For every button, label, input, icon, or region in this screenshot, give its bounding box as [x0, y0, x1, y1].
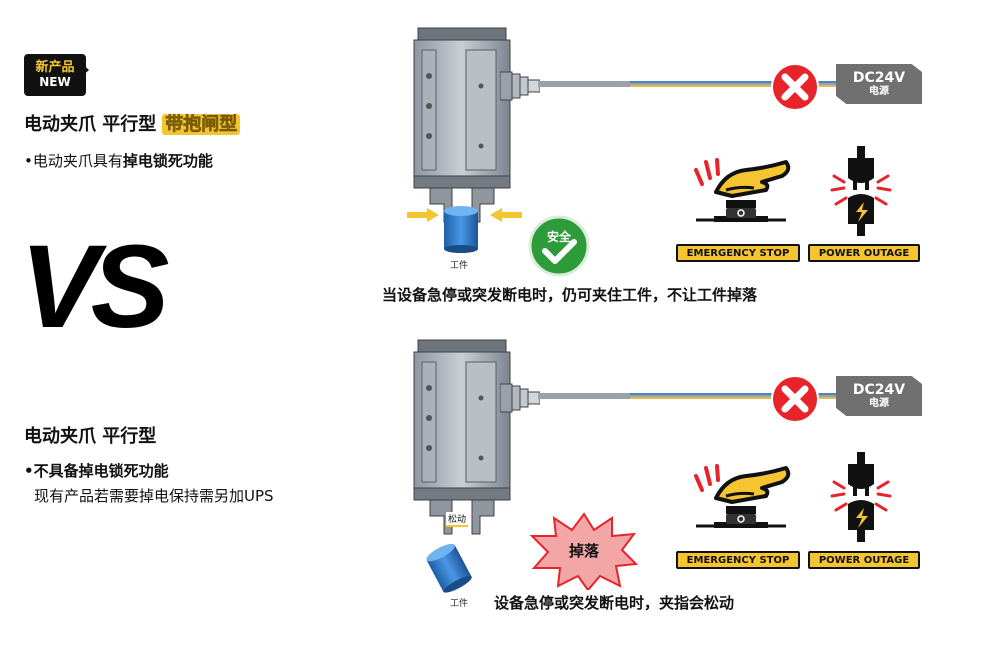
top-title-highlight: 带抱闸型	[162, 114, 241, 135]
bottom-dc-sub: 电源	[869, 397, 889, 409]
safe-label: 安全	[546, 230, 571, 244]
bottom-gripper-illustration	[408, 338, 518, 538]
bottom-workpiece-label: 工件	[450, 599, 469, 609]
bottom-cut-x-icon	[770, 374, 820, 424]
top-bullet-prefix: •电动夹爪具有	[24, 152, 123, 170]
loose-label: 松动	[446, 512, 469, 527]
bottom-power-outage-tag: POWER OUTAGE	[808, 551, 920, 569]
top-cut-x-icon	[770, 62, 820, 112]
bottom-falling-workpiece-icon	[426, 543, 472, 593]
top-workpiece-icon	[444, 206, 478, 253]
bottom-cable-connector	[500, 380, 540, 416]
top-power-outage-tag: POWER OUTAGE	[808, 244, 920, 262]
top-workpiece-label: 工件	[450, 261, 469, 271]
top-dc-sub: 电源	[869, 85, 889, 97]
bottom-dc-power-box: DC24V 电源	[836, 376, 922, 416]
bottom-power-plug-icon	[826, 452, 896, 542]
top-title-text: 电动夹爪 平行型	[24, 114, 157, 135]
bottom-caption: 设备急停或突发断电时，夹指会松动	[494, 594, 735, 612]
top-dc-power-box: DC24V 电源	[836, 64, 922, 104]
bottom-bullet-bold: •不具备掉电锁死功能	[24, 462, 169, 480]
bottom-title: 电动夹爪 平行型	[24, 426, 157, 447]
top-right-arrow-icon	[490, 208, 522, 222]
drop-burst-shape	[530, 512, 638, 590]
top-cable-connector	[500, 68, 540, 104]
badge-tail	[80, 62, 89, 78]
top-bullet-bold: 掉电锁死功能	[122, 152, 213, 170]
bottom-bullet-line2: 现有产品若需要掉电保持需另加UPS	[34, 487, 274, 505]
top-dc-main: DC24V	[852, 69, 906, 86]
top-power-plug-icon	[826, 146, 896, 236]
top-left-arrow-icon	[407, 208, 439, 222]
drop-burst: 掉落	[530, 512, 638, 590]
badge-cn-text: 新产品	[35, 60, 75, 75]
top-emergency-stop-tag: EMERGENCY STOP	[676, 244, 800, 262]
bottom-emergency-stop-icon	[686, 456, 796, 536]
bottom-emergency-stop-tag: EMERGENCY STOP	[676, 551, 800, 569]
safe-badge: 安全	[528, 215, 590, 277]
top-title: 电动夹爪 平行型带抱闸型	[24, 110, 241, 136]
drop-label: 掉落	[568, 542, 599, 560]
bottom-dc-main: DC24V	[852, 381, 906, 398]
safe-check-icon	[528, 215, 590, 277]
top-bullet: •电动夹爪具有掉电锁死功能	[24, 150, 213, 171]
new-product-badge: 新产品 NEW	[24, 54, 86, 96]
top-emergency-stop-icon	[686, 150, 796, 230]
top-caption: 当设备急停或突发断电时，仍可夹住工件，不让工件掉落	[382, 286, 758, 304]
top-gripper-illustration	[408, 26, 518, 226]
vs-text: VS	[20, 221, 169, 353]
badge-en-text: NEW	[39, 75, 71, 89]
